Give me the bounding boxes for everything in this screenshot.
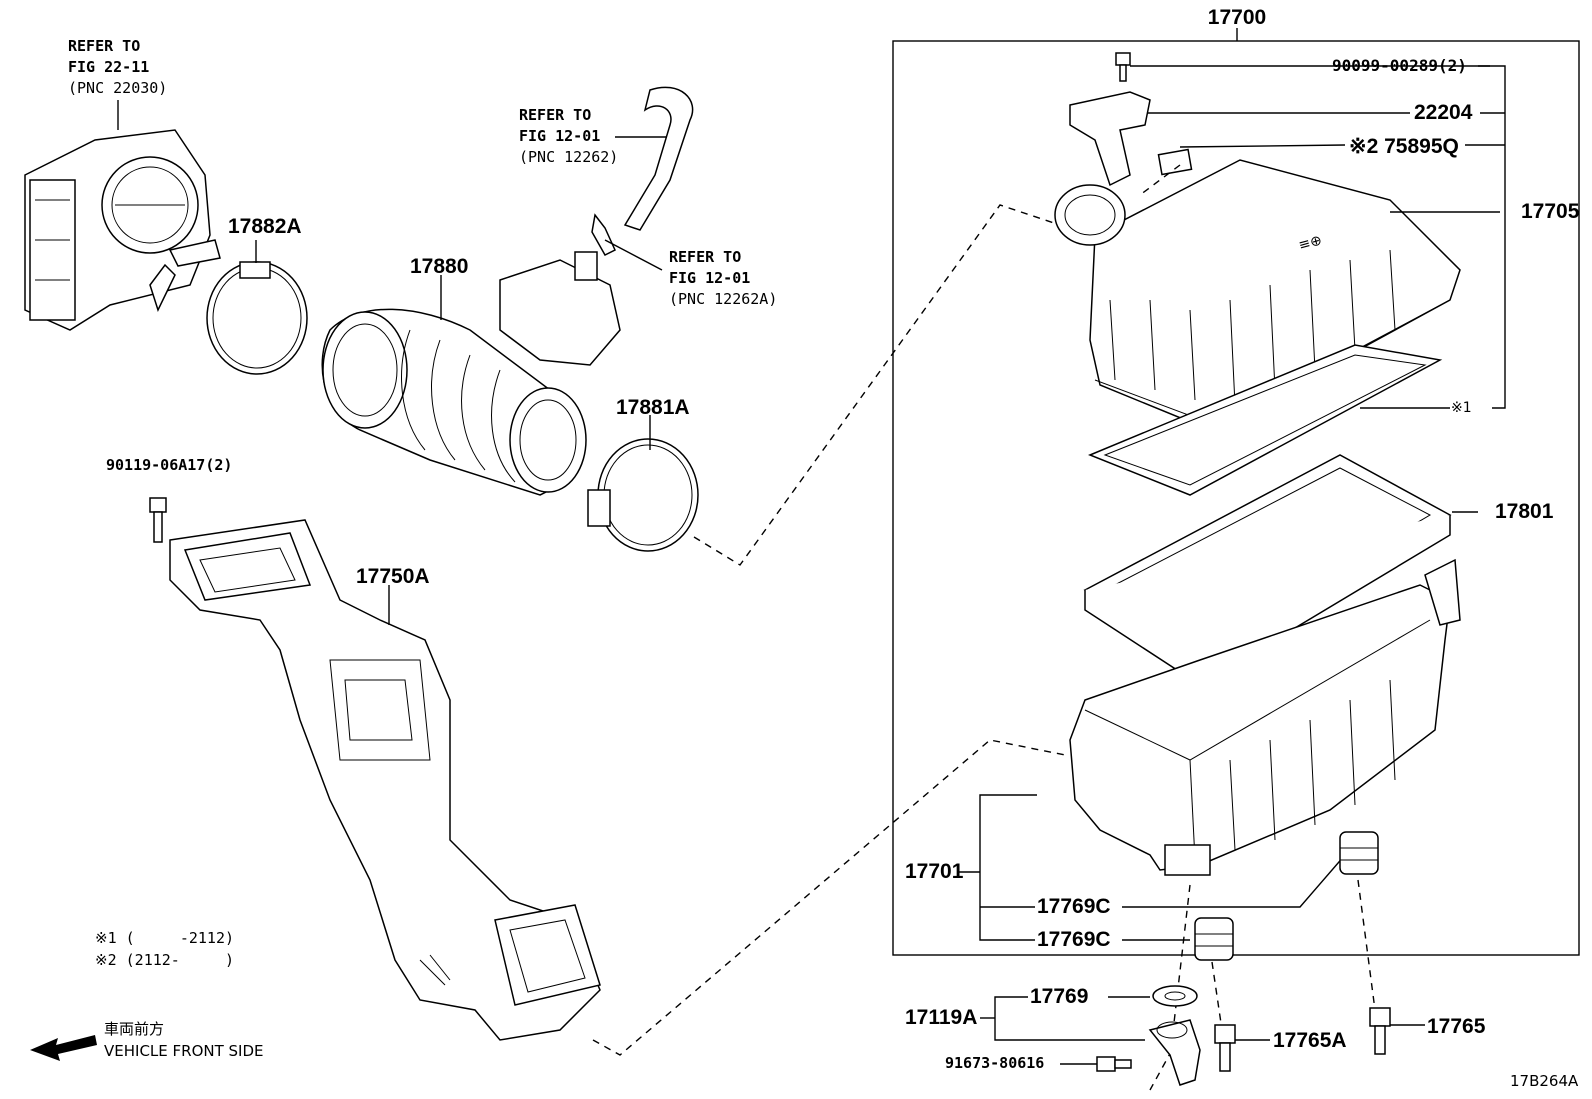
assembly-17700-box [892,40,1580,956]
bolt-90119-06A17 [149,497,167,543]
ref-throttle: REFER TO FIG 22-11 (PNC 22030) [68,37,168,97]
clamp-17882A [206,261,308,375]
svg-text:≡⊕: ≡⊕ [1297,232,1324,254]
label-17801: 17801 [1495,500,1554,523]
intake-hose-17880 [321,251,621,496]
label-17705: 17705 [1521,200,1580,223]
air-duct-17750A [169,519,601,1041]
label-90119-06A17: 90119-06A17(2) [106,456,233,474]
label-17881A: 17881A [616,396,690,419]
label-17701: 17701 [905,860,964,883]
air-cleaner-case-17701 [1069,558,1461,876]
gasket-x1 [1088,344,1443,496]
stud-17765A [1214,1024,1236,1072]
sensor-22204 [1069,52,1193,187]
label-17769: 17769 [1030,985,1089,1008]
label-17765: 17765 [1427,1015,1486,1038]
notes-block: ※1 ( -2112) ※2 (2112- ) [95,929,234,969]
label-17119A: 17119A [905,1006,978,1029]
air-cleaner-cap-17705: ≡⊕ [1054,159,1461,431]
label-91673-80616: 91673-80616 [945,1054,1045,1072]
label-90099-00289: 90099-00289(2) [1332,56,1467,75]
throttle-body [24,129,221,331]
front-arrow-icon [30,1035,97,1061]
label-x1: ※1 [1451,400,1472,416]
grommet-17769C-lower [1194,917,1234,961]
assembly-label: 17700 [1208,6,1266,29]
grommet-17769C-upper [1339,831,1379,875]
ref-pcv-clip: REFER TO FIG 12-01 (PNC 12262A) [669,248,778,308]
front-side-note: 車両前方 VEHICLE FRONT SIDE [104,1020,264,1060]
pcv-hose [591,86,694,256]
bolt-91673-80616 [1096,1056,1132,1072]
gasket-75895Q [1157,148,1193,176]
label-17769C-lower: 17769C [1037,928,1111,951]
label-75895Q: ※2 75895Q [1349,135,1459,158]
bracket-17119A [1148,1019,1201,1086]
washer-17769 [1152,985,1198,1007]
clamp-17881A [587,438,699,552]
label-17880: 17880 [410,255,469,278]
stud-17765 [1369,1007,1391,1055]
label-17882A: 17882A [228,215,302,238]
drawing-id: 17B264A [1510,1072,1579,1090]
label-22204: 22204 [1414,101,1473,124]
label-17750A: 17750A [356,565,430,588]
ref-pcv-hose: REFER TO FIG 12-01 (PNC 12262) [519,106,619,166]
label-17769C-upper: 17769C [1037,895,1111,918]
label-17765A: 17765A [1273,1029,1347,1052]
